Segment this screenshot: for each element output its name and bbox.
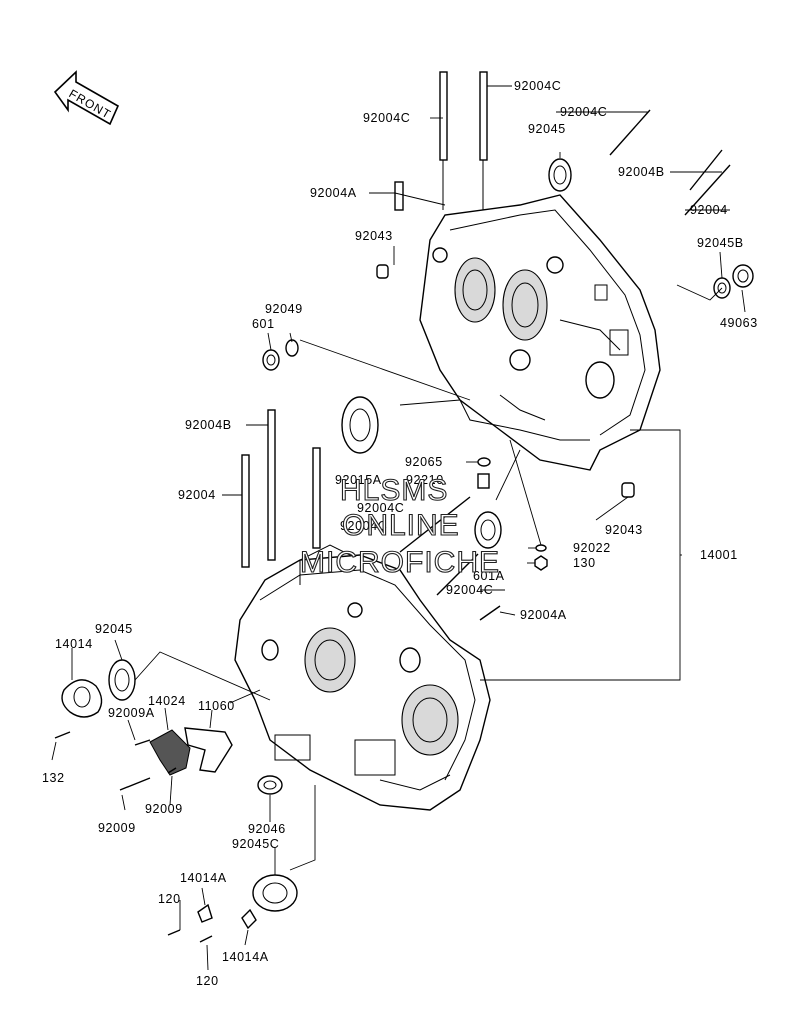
watermark-line-1: HLSMS bbox=[340, 474, 448, 507]
callout-92004-b: 92004 bbox=[178, 488, 216, 502]
bolt-120-right bbox=[199, 935, 213, 943]
plate-14014a-right bbox=[241, 908, 257, 930]
callout-120-a: 120 bbox=[158, 892, 181, 906]
callout-92004-a: 92004 bbox=[690, 203, 728, 217]
callout-92004c-b: 92004C bbox=[514, 79, 561, 93]
callout-14001: 14001 bbox=[700, 548, 738, 562]
upper-studs bbox=[394, 71, 731, 216]
callout-92004c-e: 92004C bbox=[340, 519, 387, 533]
callout-92045b: 92045B bbox=[697, 236, 744, 250]
bolt-92009a bbox=[134, 739, 151, 746]
callout-92210: 92210 bbox=[406, 473, 444, 487]
plate-14014a-left bbox=[197, 903, 213, 923]
bearing-92015a bbox=[341, 396, 379, 454]
callout-120-b: 120 bbox=[196, 974, 219, 988]
bearing-601 bbox=[262, 349, 280, 371]
callout-92043-b: 92043 bbox=[605, 523, 643, 537]
bolt-92009-a bbox=[119, 777, 151, 791]
bearing-601a bbox=[474, 511, 502, 549]
bolt-132 bbox=[54, 731, 71, 739]
callout-92009-b: 92009 bbox=[98, 821, 136, 835]
callout-92004c-f: 92004C bbox=[446, 583, 493, 597]
leader-lines bbox=[51, 85, 746, 971]
callout-92009a: 92009A bbox=[108, 706, 155, 720]
bracket-14024 bbox=[149, 729, 191, 776]
plug-92210 bbox=[477, 473, 490, 489]
callout-601: 601 bbox=[252, 317, 275, 331]
callout-14024: 14024 bbox=[148, 694, 186, 708]
bracket-11060 bbox=[184, 727, 233, 773]
callout-92004b-a: 92004B bbox=[618, 165, 665, 179]
watermark: HLSMS ONLINE MICROFICHE bbox=[299, 473, 500, 579]
callout-92045c: 92045C bbox=[232, 837, 279, 851]
bearing-92045-left bbox=[108, 659, 136, 701]
bolt-120-left bbox=[167, 929, 181, 936]
dowel-92043-upper bbox=[376, 264, 389, 279]
callout-132: 132 bbox=[42, 771, 65, 785]
bolt-130 bbox=[534, 555, 548, 571]
lower-crankcase-half bbox=[234, 544, 491, 811]
callout-92045-b: 92045 bbox=[95, 622, 133, 636]
part-number-labels: 92004C 92004C 92004C 92045 92004B 92004 … bbox=[42, 79, 758, 988]
watermark-line-3: MICROFICHE bbox=[300, 546, 500, 579]
callout-92015a: 92015A bbox=[335, 473, 382, 487]
callout-92065: 92065 bbox=[405, 455, 443, 469]
callout-92045-a: 92045 bbox=[528, 122, 566, 136]
callout-14014a-a: 14014A bbox=[180, 871, 227, 885]
callout-92004a-b: 92004A bbox=[520, 608, 567, 622]
watermark-line-2: ONLINE bbox=[342, 509, 460, 542]
callout-92004a-a: 92004A bbox=[310, 186, 357, 200]
callout-49063: 49063 bbox=[720, 316, 758, 330]
seal-49063 bbox=[732, 264, 754, 288]
dowel-92043-right bbox=[621, 482, 635, 498]
callout-92004c-c: 92004C bbox=[560, 105, 607, 119]
bearing-92045c bbox=[252, 874, 298, 912]
callout-92046: 92046 bbox=[248, 822, 286, 836]
upper-crankcase-half bbox=[419, 194, 661, 471]
lower-studs bbox=[241, 409, 501, 621]
callout-92004c-d: 92004C bbox=[357, 501, 404, 515]
cover-14014 bbox=[61, 679, 103, 718]
bearing-92046 bbox=[257, 775, 283, 795]
oring-92065 bbox=[477, 457, 491, 467]
washer-92022 bbox=[535, 544, 547, 552]
front-arrow-icon: FRONT bbox=[53, 70, 120, 126]
callout-14014a-b: 14014A bbox=[222, 950, 269, 964]
callout-130: 130 bbox=[573, 556, 596, 570]
callout-92004c-a: 92004C bbox=[363, 111, 410, 125]
callout-92004b-b: 92004B bbox=[185, 418, 232, 432]
callout-92009-a: 92009 bbox=[145, 802, 183, 816]
bolt-92009-b bbox=[167, 767, 177, 774]
washer-92049 bbox=[285, 339, 299, 357]
callout-14014: 14014 bbox=[55, 637, 93, 651]
callout-92049: 92049 bbox=[265, 302, 303, 316]
callout-92022: 92022 bbox=[573, 541, 611, 555]
bearing-92045 bbox=[548, 158, 572, 192]
callout-601a: 601A bbox=[473, 569, 505, 583]
callout-11060: 11060 bbox=[198, 699, 235, 713]
callout-92043-a: 92043 bbox=[355, 229, 393, 243]
